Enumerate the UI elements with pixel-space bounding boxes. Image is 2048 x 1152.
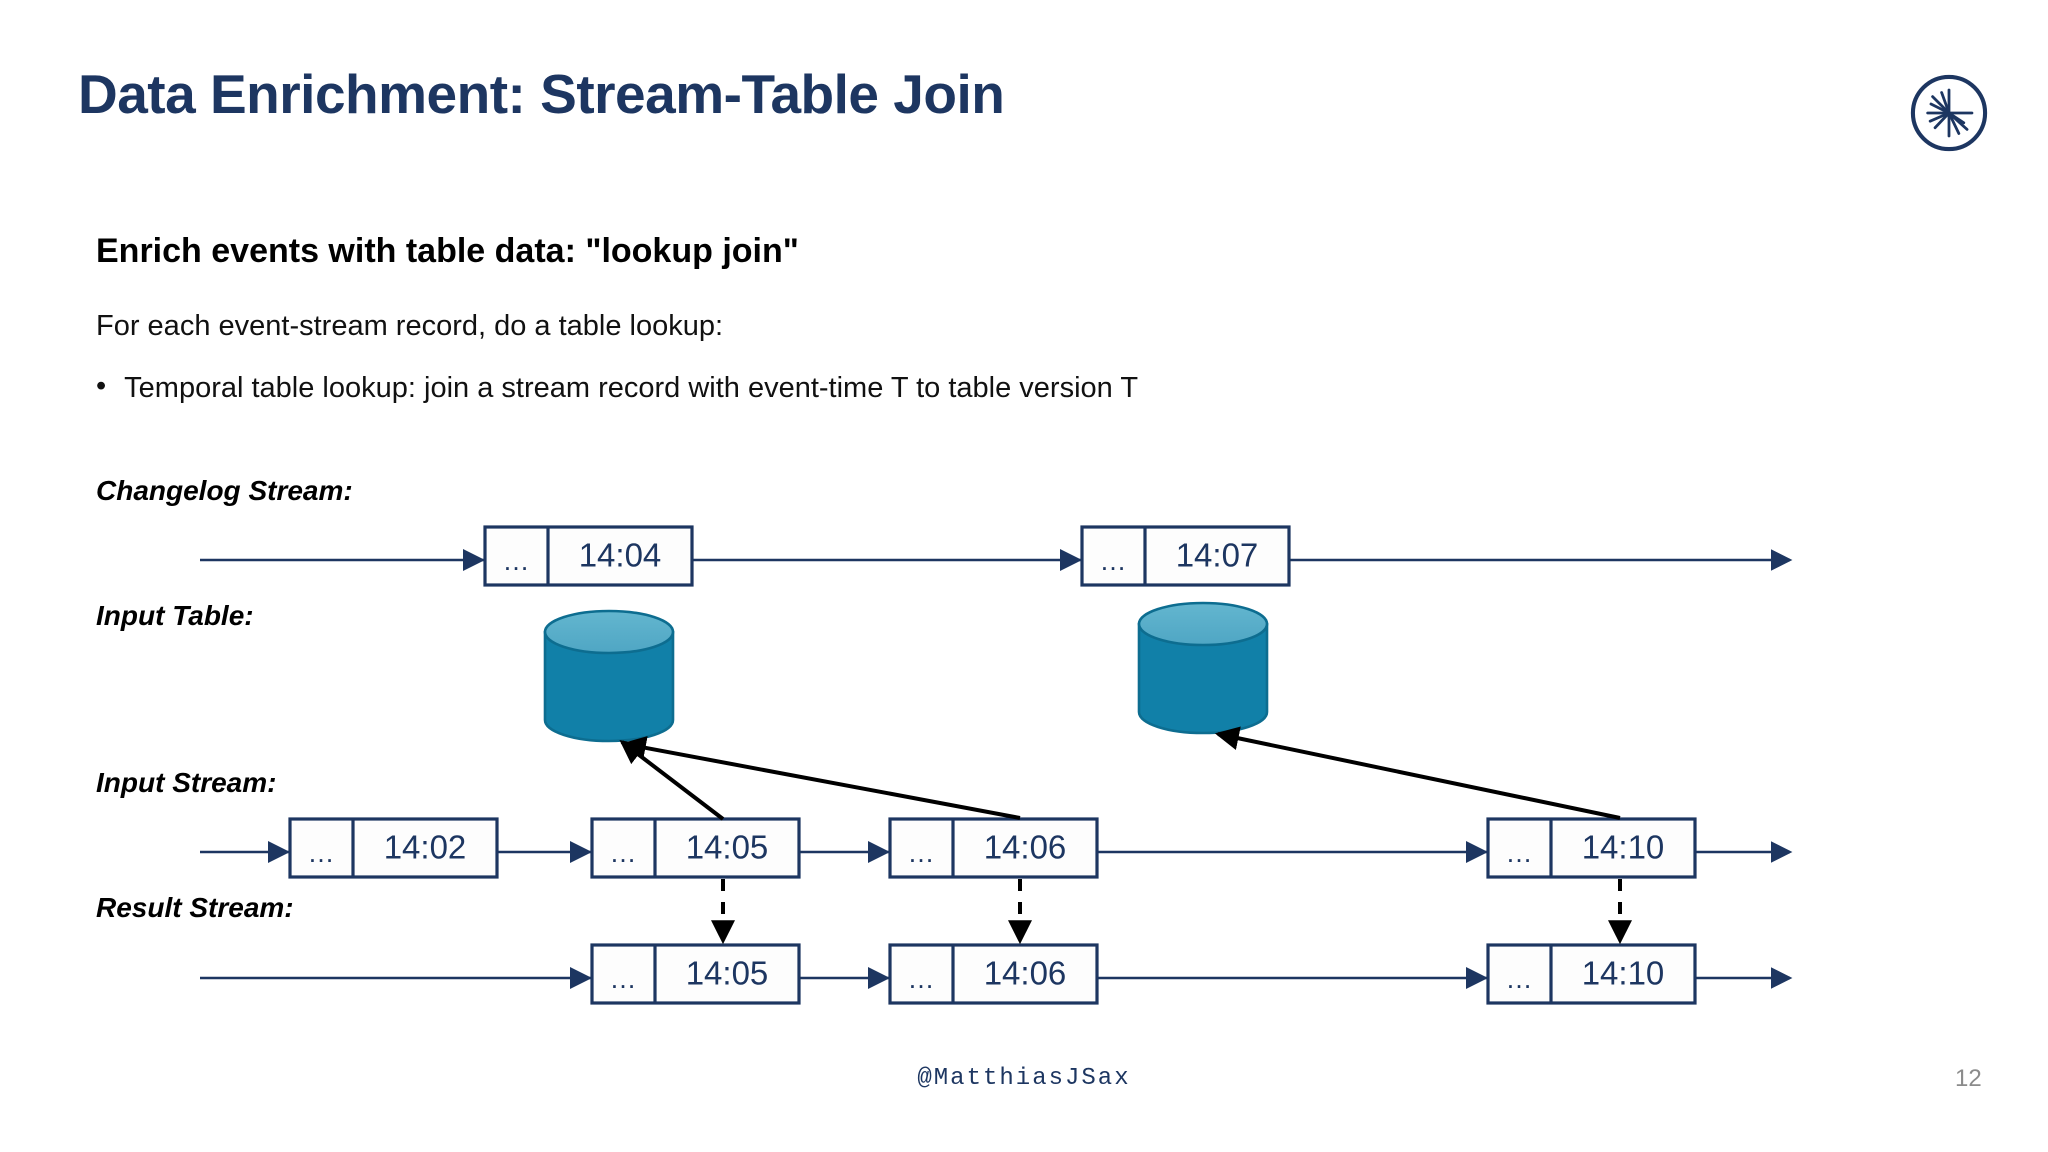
result-1405-time-cell: 14:05 bbox=[686, 955, 769, 992]
confluent-starburst-logo bbox=[1910, 74, 1988, 152]
page-number: 12 bbox=[1955, 1065, 1982, 1092]
input-1405-box[interactable] bbox=[590, 817, 801, 879]
changelog-1404-time-cell: 14:04 bbox=[579, 537, 662, 574]
bullet-marker: • bbox=[96, 370, 107, 402]
bullet-text: Temporal table lookup: join a stream rec… bbox=[124, 372, 1139, 404]
input-1406-box[interactable] bbox=[888, 817, 1099, 879]
input-1402-box[interactable] bbox=[288, 817, 499, 879]
result-1410-inbound-arrowhead bbox=[1466, 967, 1488, 989]
input-1405-inbound-arrowhead bbox=[570, 841, 592, 863]
result-stream-label: Result Stream: bbox=[96, 892, 294, 923]
input-1410-box[interactable] bbox=[1486, 817, 1697, 879]
changelog-1404-ellipsis-cell: … bbox=[503, 546, 531, 576]
input-table-label: Input Table: bbox=[96, 600, 254, 631]
result-1406-box[interactable] bbox=[888, 943, 1099, 1005]
input-1405-ellipsis-cell: … bbox=[610, 838, 638, 868]
lookup-1406-to-table1-arrow bbox=[621, 736, 1021, 820]
result-1406-time-cell: 14:06 bbox=[984, 955, 1067, 992]
input-1402-inbound-arrowhead bbox=[268, 841, 290, 863]
changelog-1407-inbound-arrowhead bbox=[1060, 549, 1082, 571]
changelog-1404-inbound-arrowhead bbox=[463, 549, 485, 571]
input-1406-time-cell: 14:06 bbox=[984, 829, 1067, 866]
result-1410-time-cell: 14:10 bbox=[1582, 955, 1665, 992]
page-title: Data Enrichment: Stream-Table Join bbox=[78, 63, 1005, 125]
changelog-1407-time-cell: 14:07 bbox=[1176, 537, 1259, 574]
result-1405-box[interactable] bbox=[590, 943, 801, 1005]
lead-paragraph: For each event-stream record, do a table… bbox=[96, 310, 724, 342]
table-version-1404-cylinder-body[interactable] bbox=[543, 630, 675, 743]
input-1410-time-cell: 14:10 bbox=[1582, 829, 1665, 866]
changelog-1407-box[interactable] bbox=[1080, 525, 1291, 587]
footer-handle: @MatthiasJSax bbox=[917, 1065, 1131, 1092]
result-1406-ellipsis-cell: … bbox=[908, 964, 936, 994]
section-subheading: Enrich events with table data: "lookup j… bbox=[96, 232, 799, 270]
result-1405-ellipsis-cell: … bbox=[610, 964, 638, 994]
input-1406-ellipsis-cell: … bbox=[908, 838, 936, 868]
lookup-1410-to-table2-arrow bbox=[1214, 726, 1621, 820]
input-1402-ellipsis-cell: … bbox=[308, 838, 336, 868]
table-version-1407-cylinder-body[interactable] bbox=[1137, 622, 1269, 735]
table-version-1404-cylinder-top bbox=[543, 609, 675, 655]
changelog-1407-ellipsis-cell: … bbox=[1100, 546, 1128, 576]
input-stream-label: Input Stream: bbox=[96, 767, 276, 798]
bullet-item-0: • Temporal table lookup: join a stream r… bbox=[96, 372, 1138, 405]
changelog-stream-label: Changelog Stream: bbox=[96, 475, 353, 506]
result-1405-inbound-arrowhead bbox=[570, 967, 592, 989]
input-1405-time-cell: 14:05 bbox=[686, 829, 769, 866]
input-1410-ellipsis-cell: … bbox=[1506, 838, 1534, 868]
table-version-1407-cylinder-top bbox=[1137, 601, 1269, 647]
result-1410-box[interactable] bbox=[1486, 943, 1697, 1005]
input-1402-time-cell: 14:02 bbox=[384, 829, 467, 866]
changelog-1404-box[interactable] bbox=[483, 525, 694, 587]
result-1410-ellipsis-cell: … bbox=[1506, 964, 1534, 994]
result-1406-inbound-arrowhead bbox=[868, 967, 890, 989]
input-1410-inbound-arrowhead bbox=[1466, 841, 1488, 863]
input-1406-inbound-arrowhead bbox=[868, 841, 890, 863]
